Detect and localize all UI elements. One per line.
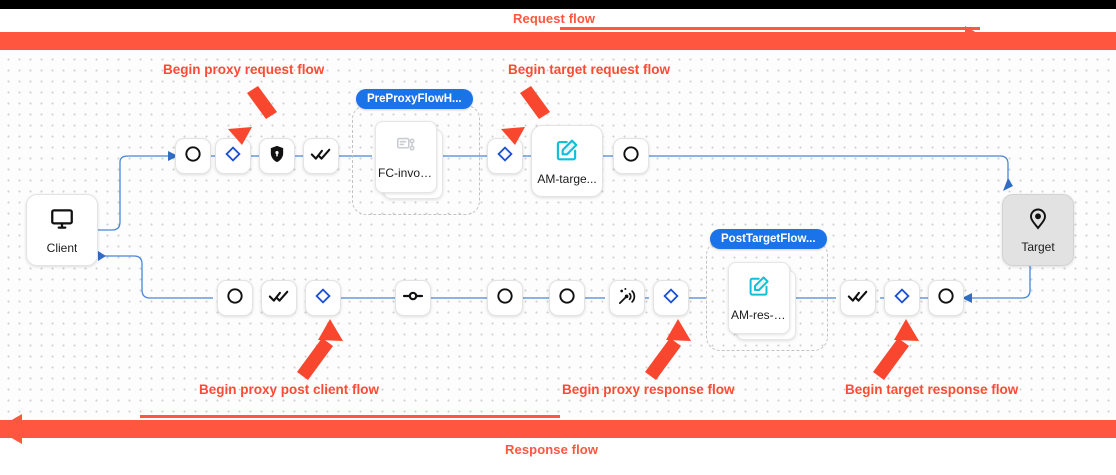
pin-icon <box>1026 207 1050 236</box>
policy-am-target[interactable]: AM-targe... <box>531 125 603 197</box>
node-target[interactable]: Target <box>1002 194 1074 266</box>
policy-am-res-hook[interactable]: AM-res-h... <box>728 262 796 340</box>
double-check-icon <box>268 285 290 312</box>
node-verify-node[interactable] <box>303 138 339 174</box>
circle-icon <box>621 144 641 169</box>
node-res-mid-node-2[interactable] <box>549 280 585 316</box>
policy-am-res-hook-label: AM-res-h... <box>731 308 787 322</box>
node-res-end-node[interactable] <box>928 280 964 316</box>
flow-callout-icon <box>395 134 417 161</box>
diamond-icon <box>313 286 333 311</box>
shield-lock-icon <box>267 144 287 169</box>
policy-fc-invoke[interactable]: FC-invok... <box>375 121 443 199</box>
circle-icon <box>557 286 577 311</box>
diamond-icon <box>892 286 912 311</box>
response-flow-caption: Response flow <box>505 442 599 457</box>
node-res-antenna-node[interactable] <box>609 280 645 316</box>
flow-canvas[interactable]: PreProxyFlowH... PostTargetFlow... Clien… <box>0 50 1116 418</box>
node-res-start-node[interactable] <box>217 280 253 316</box>
annotation-label-post-client: Begin proxy post client flow <box>199 382 380 397</box>
node-flow-hook-node[interactable] <box>215 138 251 174</box>
node-target-response-hook[interactable] <box>884 280 920 316</box>
node-post-client-hook[interactable] <box>305 280 341 316</box>
group-chip-preproxyflowhook[interactable]: PreProxyFlowH... <box>356 89 473 109</box>
antenna-icon <box>616 285 638 312</box>
diamond-icon <box>223 144 243 169</box>
diamond-icon <box>495 144 515 169</box>
node-tgt-verify-node[interactable] <box>840 280 876 316</box>
monitor-icon <box>49 206 75 237</box>
circle-icon <box>183 144 203 169</box>
group-chip-posttargetflow[interactable]: PostTargetFlow... <box>710 229 827 249</box>
node-proxy-response-hook[interactable] <box>653 280 689 316</box>
policy-fc-invoke-label: FC-invok... <box>378 166 434 180</box>
assign-message-icon <box>554 137 580 168</box>
response-flow-banner-line <box>140 415 560 418</box>
policy-am-target-label: AM-targe... <box>537 171 597 186</box>
edge-to-target <box>649 155 1009 186</box>
edge-target-down <box>972 266 1031 299</box>
top-black-strip <box>0 0 1116 9</box>
edge-response-to-client <box>98 255 213 299</box>
double-check-icon <box>310 143 332 170</box>
node-security-node[interactable] <box>259 138 295 174</box>
assign-message-icon <box>747 274 771 303</box>
arrowhead-into-request <box>168 151 178 161</box>
node-post-client-node[interactable] <box>395 280 431 316</box>
arrowhead-into-response <box>962 293 972 303</box>
node-res-verify-node[interactable] <box>261 280 297 316</box>
node-start-node[interactable] <box>175 138 211 174</box>
response-flow-arrowhead <box>0 414 22 444</box>
circle-icon <box>225 286 245 311</box>
response-flow-banner <box>0 414 1116 444</box>
node-client[interactable]: Client <box>26 194 98 266</box>
arrowhead-into-client <box>98 251 106 261</box>
policy-card-front[interactable]: AM-res-h... <box>728 262 790 334</box>
double-check-icon <box>847 285 869 312</box>
policy-card-front[interactable]: FC-invok... <box>375 121 437 193</box>
arrowhead-into-target <box>1003 178 1013 191</box>
diamond-icon <box>661 286 681 311</box>
request-flow-banner-line <box>560 27 980 30</box>
circle-icon <box>495 286 515 311</box>
node-end-node[interactable] <box>613 138 649 174</box>
node-client-label: Client <box>46 240 78 255</box>
request-flow-caption: Request flow <box>513 11 596 26</box>
annotation-label-proxy-request: Begin proxy request flow <box>163 62 325 77</box>
node-target-hook-node[interactable] <box>487 138 523 174</box>
node-res-mid-node-1[interactable] <box>487 280 523 316</box>
edge-client-to-request <box>98 155 168 231</box>
circle-icon <box>936 286 956 311</box>
node-target-label: Target <box>1021 239 1055 254</box>
edge-layer <box>98 151 1031 303</box>
node-point-icon <box>401 284 425 313</box>
annotation-label-target-response: Begin target response flow <box>845 382 1019 397</box>
annotation-label-target-request: Begin target request flow <box>508 62 671 77</box>
request-flow-banner <box>0 26 1116 56</box>
annotation-label-proxy-response: Begin proxy response flow <box>562 382 735 397</box>
